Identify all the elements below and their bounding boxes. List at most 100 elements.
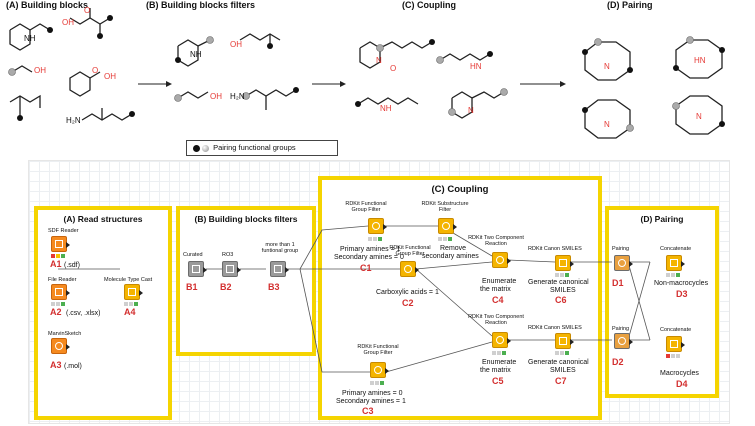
status-lights: [51, 254, 69, 258]
output-port[interactable]: [681, 261, 685, 267]
node-id: A3: [50, 360, 62, 370]
node-fg-filter-c2[interactable]: [400, 261, 419, 277]
atom-label: O: [390, 64, 397, 73]
legend-label: Pairing functional groups: [213, 143, 296, 152]
node-pairing-d2[interactable]: [614, 333, 633, 349]
node-molecule-type-cast[interactable]: [124, 284, 143, 300]
node-desc: Non-macrocycles: [654, 280, 709, 287]
output-port[interactable]: [66, 344, 70, 350]
atom-label: OH: [210, 92, 222, 101]
sketch-icon: [55, 342, 63, 350]
output-port[interactable]: [139, 290, 143, 296]
node-id: A1: [50, 259, 62, 269]
filter-icon: [374, 366, 382, 374]
output-port[interactable]: [507, 338, 511, 344]
reaction-icon: [496, 336, 504, 344]
atom-label: HN: [470, 62, 482, 71]
node-name: RDKit Two Component Reaction: [468, 314, 524, 326]
status-lights: [438, 237, 456, 241]
glycolic-acid-a: [11, 65, 33, 73]
node-canon-smiles-c7[interactable]: [555, 333, 574, 349]
atom-label: OH: [104, 72, 116, 81]
node-desc: (.mol): [64, 363, 82, 370]
node-canon-smiles-c6[interactable]: [555, 255, 574, 271]
amide-c-1: [359, 41, 381, 69]
node-pairing-d1[interactable]: [614, 255, 633, 271]
node-substructure-filter[interactable]: [438, 218, 457, 234]
node-name: more than 1 funtional group: [261, 242, 299, 254]
output-port[interactable]: [570, 261, 574, 267]
benzoic-acid-a: [69, 71, 91, 97]
branched-alkane-a: [9, 94, 41, 108]
node-fg-filter-c3[interactable]: [370, 362, 389, 378]
output-port[interactable]: [629, 339, 633, 345]
metanode-icon: [274, 265, 282, 273]
node-desc: the matrix: [480, 286, 511, 293]
node-marvinsketch[interactable]: [51, 338, 70, 354]
node-sdf-reader[interactable]: [51, 236, 70, 252]
file-icon: [55, 288, 63, 296]
glycolic-acid-b: [177, 91, 209, 99]
output-port[interactable]: [383, 224, 387, 230]
output-port[interactable]: [681, 342, 685, 348]
node-desc: Secondary amines = 1: [336, 398, 406, 405]
node-file-reader[interactable]: [51, 284, 70, 300]
output-port[interactable]: [285, 267, 289, 273]
node-name: RO3: [222, 252, 234, 258]
node-desc: (.sdf): [64, 262, 80, 269]
output-port[interactable]: [453, 224, 457, 230]
node-id: C1: [360, 263, 372, 273]
node-desc: the matrix: [480, 367, 511, 374]
node-two-component-c5[interactable]: [492, 332, 511, 348]
node-name: Concatenate: [660, 327, 692, 333]
header-filters: (B) Building blocks filters: [146, 0, 256, 10]
atom-label: OH: [230, 40, 242, 49]
node-id: B3: [268, 282, 280, 292]
output-port[interactable]: [629, 261, 633, 267]
atom-label: H₂N: [66, 116, 81, 125]
node-desc: (.csv, .xlsx): [66, 310, 101, 317]
node-two-component-c4[interactable]: [492, 252, 511, 268]
node-more-than-1-group[interactable]: [270, 261, 289, 277]
status-lights: [124, 302, 142, 306]
metanode-icon: [226, 265, 234, 273]
atom-label: HN: [694, 56, 706, 65]
header-building-blocks: (A) Building blocks: [6, 0, 88, 10]
output-port[interactable]: [570, 339, 574, 345]
output-port[interactable]: [203, 267, 207, 273]
node-curated[interactable]: [188, 261, 207, 277]
output-port[interactable]: [237, 267, 241, 273]
atom-label: O: [92, 66, 99, 75]
atom-label: N: [376, 56, 382, 65]
node-desc: Primary amines = 1: [340, 246, 401, 253]
legend-pairing-groups: Pairing functional groups: [186, 140, 338, 156]
output-port[interactable]: [66, 290, 70, 296]
node-id: C2: [402, 298, 414, 308]
gray-dot-icon: [202, 144, 209, 152]
atom-label: N: [604, 62, 610, 71]
node-name: RDKit Canon SMILES: [528, 246, 582, 252]
node-name: Pairing: [612, 246, 630, 252]
output-port[interactable]: [385, 368, 389, 374]
panel-pairing: (D) Pairing: [605, 206, 719, 398]
node-name: RDKit Two Component Reaction: [468, 235, 524, 247]
node-fg-filter-c1[interactable]: [368, 218, 387, 234]
node-desc: Enumerate: [482, 278, 517, 285]
node-ro3[interactable]: [222, 261, 241, 277]
node-concatenate-d4[interactable]: [666, 336, 685, 352]
atom-label: N: [468, 106, 474, 115]
node-desc: SMILES: [550, 287, 576, 294]
node-desc: Remove: [440, 245, 467, 252]
cast-icon: [128, 288, 136, 296]
filter-icon: [404, 265, 412, 273]
node-id: C5: [492, 376, 504, 386]
atom-label: NH: [24, 34, 36, 43]
node-concatenate-d3[interactable]: [666, 255, 685, 271]
smiles-icon: [559, 337, 567, 345]
output-port[interactable]: [507, 258, 511, 264]
macrocycle-d-2: [675, 39, 723, 79]
status-lights: [368, 237, 386, 241]
output-port[interactable]: [415, 267, 419, 273]
output-port[interactable]: [66, 242, 70, 248]
node-desc: Enumerate: [482, 359, 517, 366]
